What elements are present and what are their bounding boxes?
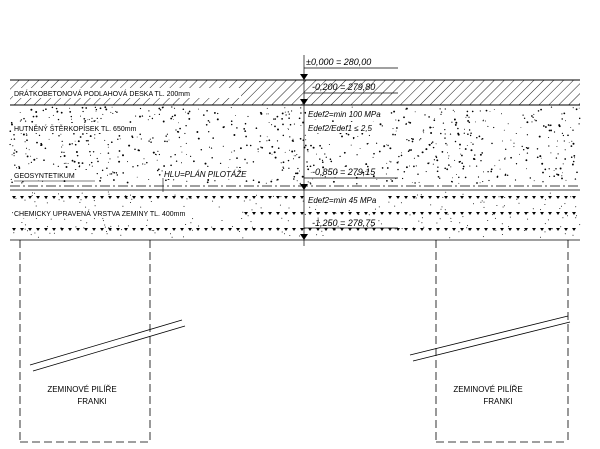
pile-left-label-1: ZEMINOVÉ PILÍŘE xyxy=(47,385,116,394)
level-slab-bottom: -0,200 = 279,80 xyxy=(312,82,375,92)
gravel-label: HUTNĚNÝ ŠTĚRKOPÍSEK TL. 650mm xyxy=(14,124,137,133)
soil-modulus-box: Edef2=min 45 MPa xyxy=(306,194,388,205)
pile-left-label-2: FRANKI xyxy=(77,397,106,406)
slab-label-group: DRÁTKOBETONOVÁ PODLAHOVÁ DESKA TL. 200mm xyxy=(13,88,241,98)
geotextile-label-group: GEOSYNTETIKUM xyxy=(13,170,95,182)
level-axis xyxy=(300,62,398,246)
slab-label: DRÁTKOBETONOVÁ PODLAHOVÁ DESKA TL. 200mm xyxy=(14,89,190,98)
geotextile-line xyxy=(10,185,580,191)
level-soil-bottom: -1,250 = 278,75 xyxy=(312,218,376,228)
pile-plan-note: HLU=PLÁN PILOTÁŽE xyxy=(164,170,247,179)
pile-right-label-2: FRANKI xyxy=(483,397,512,406)
gravel-modulus-box: Edef2=min 100 MPa Edef2/Edef1 ≤ 2,5 xyxy=(306,108,388,133)
soil-modulus-note: Edef2=min 45 MPa xyxy=(308,196,377,205)
gravel-label-group: HUTNĚNÝ ŠTĚRKOPÍSEK TL. 650mm xyxy=(13,123,173,133)
gravel-ratio-note: Edef2/Edef1 ≤ 2,5 xyxy=(308,124,373,133)
soil-label: CHEMICKY UPRAVENÁ VRSTVA ZEMINY TL. 400m… xyxy=(14,209,185,218)
pile-right: ZEMINOVÉ PILÍŘE FRANKI xyxy=(409,240,571,443)
pile-plan-note-group: HLU=PLÁN PILOTÁŽE xyxy=(162,168,273,192)
pile-right-label-1: ZEMINOVÉ PILÍŘE xyxy=(453,385,522,394)
level-top: ±0,000 = 280,00 xyxy=(306,57,371,67)
gravel-modulus-note: Edef2=min 100 MPa xyxy=(308,110,381,119)
soil-label-group: CHEMICKY UPRAVENÁ VRSTVA ZEMINY TL. 400m… xyxy=(13,208,241,218)
pile-left: ZEMINOVÉ PILÍŘE FRANKI xyxy=(19,240,186,443)
geotextile-label: GEOSYNTETIKUM xyxy=(14,173,75,180)
gravel-layer xyxy=(9,106,581,185)
level-gravel-bottom: -0,850 = 279,15 xyxy=(312,167,376,177)
